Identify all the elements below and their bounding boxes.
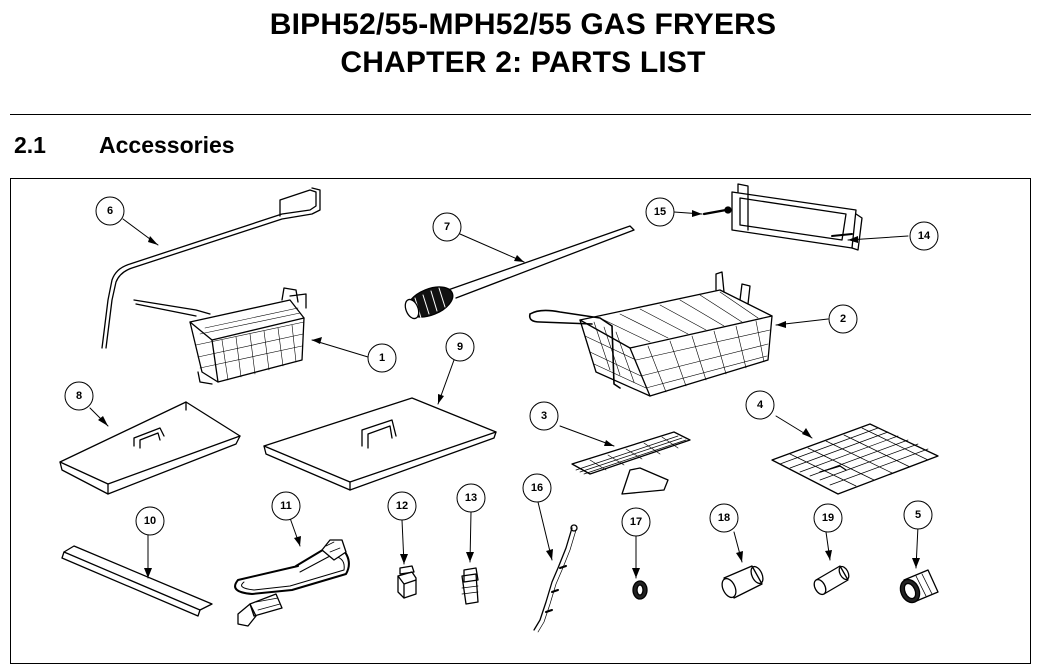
part-large-wire-rack — [771, 423, 939, 495]
callout-circle-17 — [621, 507, 651, 537]
part-basket-hanger-rod — [101, 187, 321, 349]
part-large-fryer-cover — [263, 397, 497, 491]
part-twin-fry-basket — [133, 287, 307, 385]
callout-circle-2 — [828, 304, 858, 334]
callout-circle-8 — [64, 381, 94, 411]
part-cleanout-rod — [404, 225, 635, 320]
part-tube-18 — [721, 565, 764, 599]
callout-circle-12 — [387, 491, 417, 521]
callout-arrowheads — [98, 210, 920, 578]
callout-label: 9 — [457, 341, 463, 353]
part-crumb-strip — [61, 545, 213, 617]
callout-circle-6 — [95, 196, 125, 226]
callout-label: 18 — [718, 512, 730, 524]
callout-label: 4 — [757, 399, 764, 411]
callout-circle-4 — [745, 390, 775, 420]
callout-circle-15 — [645, 197, 675, 227]
callout-label: 12 — [396, 500, 408, 512]
callout-label: 14 — [918, 230, 931, 242]
part-small-fryer-cover — [59, 401, 241, 495]
title-block: BIPH52/55-MPH52/55 GAS FRYERS CHAPTER 2:… — [0, 6, 1046, 82]
part-coupling-5 — [899, 569, 939, 604]
callout-label: 2 — [840, 313, 846, 325]
part-full-fry-basket — [528, 271, 773, 397]
callout-label: 10 — [144, 515, 156, 527]
part-basket-support-rack — [731, 183, 863, 251]
callout-circle-3 — [529, 401, 559, 431]
part-fitting-13 — [461, 567, 479, 605]
section-number: 2.1 — [14, 132, 46, 158]
document-title: BIPH52/55-MPH52/55 GAS FRYERS — [269, 8, 777, 41]
callout-label: 1 — [379, 352, 385, 364]
callout-label: 6 — [107, 205, 113, 217]
callout-label: 7 — [444, 221, 450, 233]
header-rule — [10, 114, 1031, 115]
callout-circle-14 — [909, 221, 939, 251]
callout-circle-9 — [445, 332, 475, 362]
callout-label: 11 — [280, 500, 292, 512]
callout-circle-10 — [135, 506, 165, 536]
callout-label: 19 — [822, 512, 834, 524]
callout-leaders — [89, 211, 919, 579]
callout-label: 17 — [630, 516, 642, 528]
callout-circle-1 — [367, 343, 397, 373]
callout-labels: 1 2 3 4 5 6 7 8 9 10 11 12 13 14 15 16 1… — [76, 205, 931, 528]
callout-circles — [64, 196, 939, 537]
part-fitting-12 — [397, 565, 417, 599]
section-heading: 2.1 Accessories — [14, 132, 235, 159]
callout-label: 5 — [915, 509, 921, 521]
chapter-title: CHAPTER 2: PARTS LIST — [340, 46, 706, 79]
part-small-wire-rack — [571, 431, 691, 495]
part-screw — [702, 206, 853, 237]
callout-circle-7 — [432, 212, 462, 242]
callout-label: 8 — [76, 390, 82, 402]
callout-label: 16 — [531, 482, 543, 494]
section-title: Accessories — [99, 132, 235, 158]
accessories-figure-frame — [10, 178, 1031, 664]
callout-label: 13 — [465, 492, 477, 504]
callout-circle-13 — [456, 483, 486, 513]
part-nut-17 — [632, 580, 648, 600]
callout-circle-5 — [903, 500, 933, 530]
part-chain-16 — [533, 524, 578, 633]
callout-label: 15 — [654, 206, 666, 218]
callout-circle-18 — [709, 503, 739, 533]
callout-circle-16 — [522, 473, 552, 503]
callout-circle-19 — [813, 503, 843, 533]
callout-label: 3 — [541, 410, 547, 422]
part-tube-19 — [813, 565, 850, 596]
part-gas-hose — [234, 539, 350, 627]
callout-circle-11 — [271, 491, 301, 521]
